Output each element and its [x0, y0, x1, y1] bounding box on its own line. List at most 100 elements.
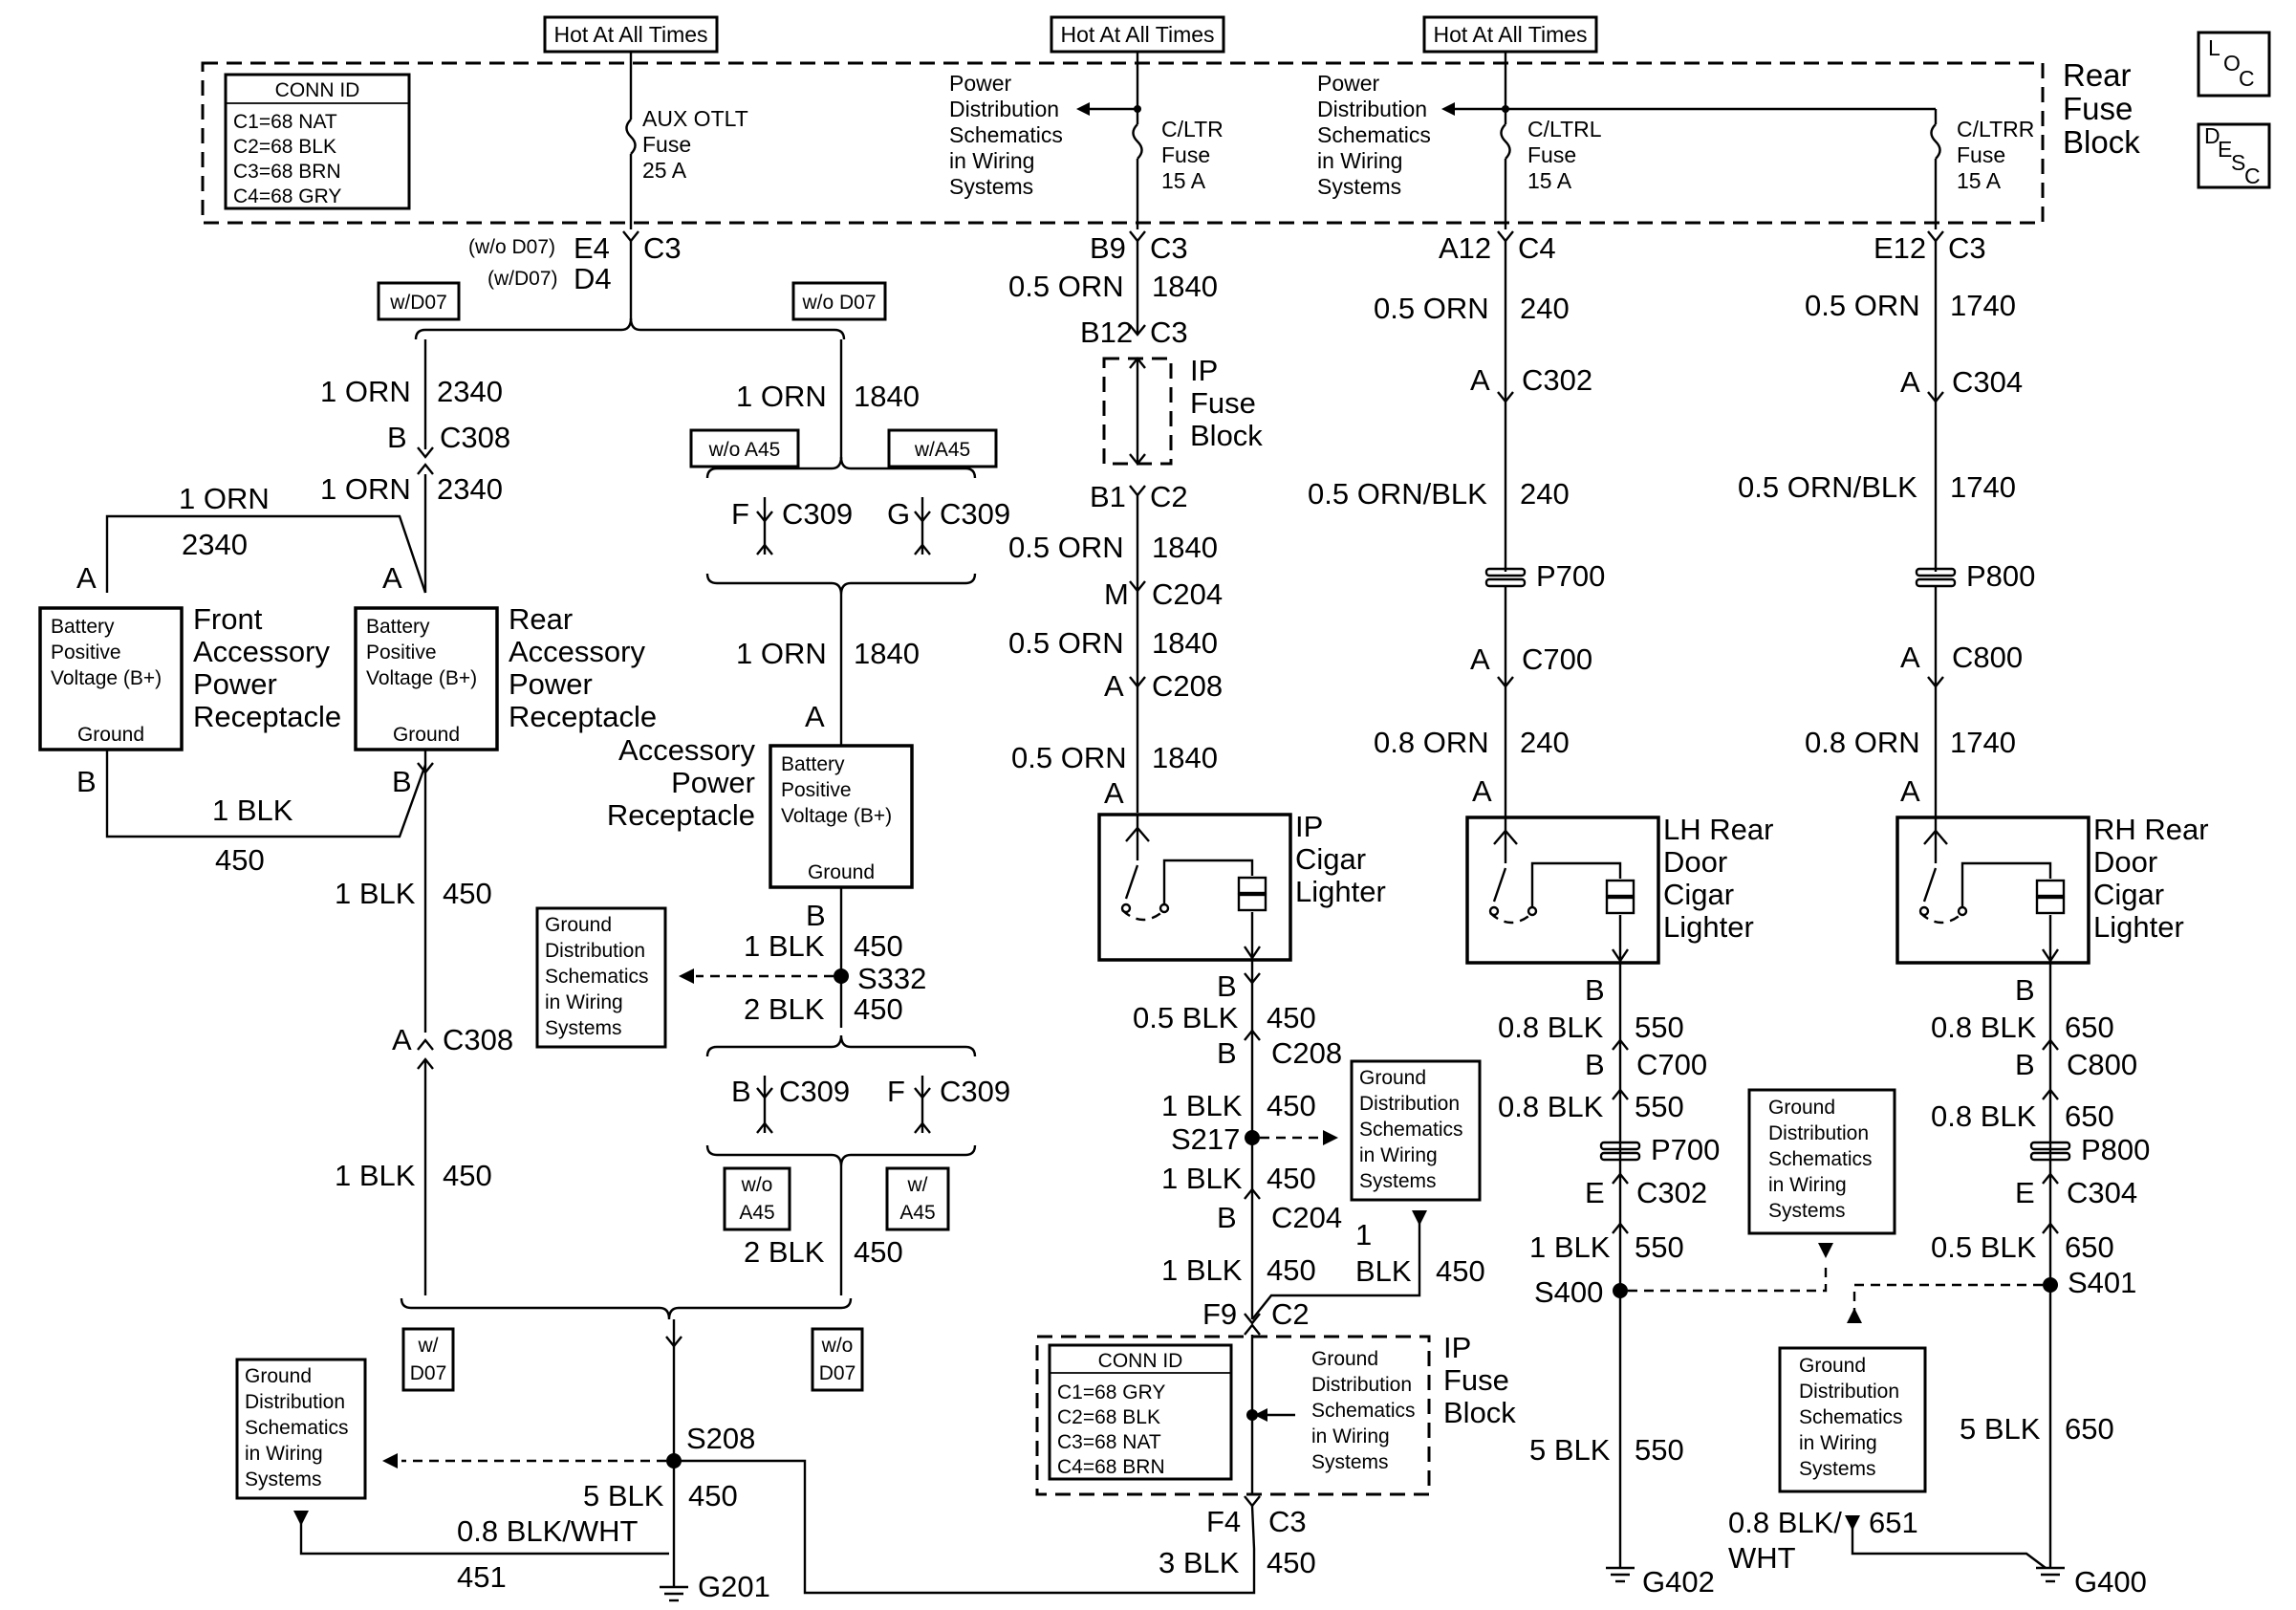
svg-text:D07: D07 — [410, 1362, 447, 1384]
svg-text:450: 450 — [854, 992, 903, 1026]
conn-id-table-ip: CONN ID C1=68 GRY C2=68 BLK C3=68 NAT C4… — [1048, 1343, 1233, 1481]
svg-text:1 ORN: 1 ORN — [320, 472, 411, 506]
svg-text:A: A — [1104, 776, 1124, 810]
svg-text:Ground: Ground — [393, 724, 460, 746]
svg-text:F: F — [731, 497, 749, 531]
svg-text:Distribution: Distribution — [1359, 1093, 1460, 1115]
svg-text:650: 650 — [2065, 1099, 2114, 1133]
svg-text:Fuse: Fuse — [1443, 1363, 1509, 1397]
svg-text:C3: C3 — [1150, 231, 1188, 265]
svg-text:1 BLK: 1 BLK — [1161, 1253, 1243, 1287]
svg-text:C3=68 BRN: C3=68 BRN — [233, 161, 341, 183]
svg-text:A45: A45 — [739, 1202, 774, 1224]
svg-text:in Wiring: in Wiring — [1317, 148, 1402, 173]
svg-text:A: A — [805, 700, 825, 733]
svg-text:C4=68 GRY: C4=68 GRY — [233, 185, 341, 207]
svg-text:C2=68 BLK: C2=68 BLK — [1057, 1406, 1160, 1428]
svg-text:450: 450 — [215, 843, 265, 877]
svg-text:C302: C302 — [1522, 363, 1592, 397]
svg-text:1 BLK: 1 BLK — [1529, 1230, 1611, 1264]
fuse-c-ltr: C/LTR Fuse 15 A — [1076, 102, 1224, 229]
svg-text:3 BLK: 3 BLK — [1159, 1546, 1240, 1579]
ip-fuse-block-lower-outline — [1035, 1335, 1431, 1496]
svg-text:A: A — [1470, 642, 1490, 676]
rh-rear-door-cigar-lighter: RH Rear Door Cigar Lighter — [1895, 813, 2209, 965]
svg-text:LH Rear: LH Rear — [1663, 813, 1773, 846]
loc-icon[interactable]: L O C — [2197, 31, 2271, 98]
ground-g201: G201 — [660, 1570, 770, 1603]
desc-icon[interactable]: D E S C — [2197, 122, 2271, 189]
svg-text:CONN ID: CONN ID — [275, 79, 360, 101]
svg-text:550: 550 — [1635, 1433, 1684, 1467]
svg-text:1 BLK: 1 BLK — [744, 929, 825, 963]
svg-text:1 ORN: 1 ORN — [179, 482, 270, 515]
rear-fuse-block-label: Rear Fuse Block — [2063, 57, 2140, 160]
svg-text:IP: IP — [1190, 354, 1218, 387]
svg-text:D4: D4 — [574, 262, 612, 295]
hot-label: Hot At All Times — [553, 22, 707, 47]
svg-text:Fuse: Fuse — [1957, 142, 2005, 167]
svg-text:A: A — [1900, 365, 1920, 399]
svg-text:Block: Block — [2063, 124, 2140, 160]
svg-text:1 BLK: 1 BLK — [1161, 1089, 1243, 1122]
ground-g400: G400 — [2036, 1565, 2147, 1599]
svg-text:1 ORN: 1 ORN — [320, 375, 411, 408]
svg-text:C309: C309 — [782, 497, 853, 531]
svg-text:25 A: 25 A — [642, 158, 687, 183]
svg-text:CONN ID: CONN ID — [1098, 1350, 1183, 1372]
svg-text:E: E — [2015, 1176, 2035, 1209]
svg-text:0.5 ORN: 0.5 ORN — [1374, 292, 1489, 325]
svg-text:Ground: Ground — [808, 861, 875, 883]
svg-text:A: A — [392, 1023, 412, 1056]
front-accessory-power-receptacle: Battery Positive Voltage (B+) Ground Fro… — [38, 602, 341, 751]
svg-text:C204: C204 — [1152, 577, 1223, 611]
pass-thru-p700: P700 — [1484, 559, 1605, 593]
svg-text:S: S — [2231, 150, 2245, 175]
ip-fuse-block-label-lower: IP Fuse Block — [1443, 1331, 1516, 1429]
hot-label: Hot At All Times — [1433, 22, 1587, 47]
svg-text:Ground: Ground — [77, 724, 144, 746]
svg-text:Power: Power — [671, 766, 755, 799]
ground-distribution-ref-2: Ground Distribution Schematics in Wiring… — [235, 1358, 367, 1500]
svg-text:A: A — [382, 561, 402, 595]
ip-fuse-block-label-upper: IP Fuse Block — [1190, 354, 1263, 452]
svg-text:G201: G201 — [698, 1570, 770, 1603]
svg-text:240: 240 — [1520, 726, 1570, 759]
svg-text:Fuse: Fuse — [642, 132, 691, 157]
svg-text:450: 450 — [854, 929, 903, 963]
svg-text:Positive: Positive — [781, 779, 852, 801]
splice-s400: S400 — [1534, 1275, 1603, 1309]
svg-text:0.8 ORN: 0.8 ORN — [1374, 726, 1489, 759]
svg-text:Ground: Ground — [1768, 1097, 1835, 1119]
svg-text:C800: C800 — [1952, 641, 2023, 674]
svg-text:5 BLK: 5 BLK — [583, 1479, 664, 1512]
svg-text:C309: C309 — [940, 1075, 1010, 1108]
svg-text:550: 550 — [1635, 1090, 1684, 1123]
splice-s208: S208 — [686, 1422, 755, 1455]
svg-text:L: L — [2208, 35, 2220, 60]
svg-text:1 ORN: 1 ORN — [736, 380, 827, 413]
svg-text:1 BLK: 1 BLK — [335, 877, 416, 910]
svg-text:650: 650 — [2065, 1011, 2114, 1044]
svg-text:650: 650 — [2065, 1230, 2114, 1264]
svg-text:Power: Power — [509, 667, 593, 701]
hot-label: Hot At All Times — [1060, 22, 1214, 47]
svg-text:G400: G400 — [2074, 1565, 2147, 1599]
ground-distribution-ref-1: Ground Distribution Schematics in Wiring… — [535, 906, 667, 1049]
svg-text:Door: Door — [2093, 845, 2157, 879]
svg-text:0.5 ORN: 0.5 ORN — [1008, 531, 1124, 564]
svg-text:Systems: Systems — [245, 1469, 322, 1490]
svg-text:B: B — [1585, 973, 1605, 1007]
svg-text:450: 450 — [1267, 1089, 1316, 1122]
svg-text:Power: Power — [193, 667, 277, 701]
svg-text:0.8 BLK/: 0.8 BLK/ — [1728, 1506, 1842, 1539]
svg-text:1740: 1740 — [1950, 289, 2016, 322]
svg-text:450: 450 — [1267, 1001, 1316, 1034]
svg-text:450: 450 — [854, 1235, 903, 1269]
svg-text:450: 450 — [688, 1479, 738, 1512]
svg-text:Systems: Systems — [1311, 1451, 1389, 1473]
svg-text:B: B — [1217, 1036, 1237, 1070]
rear-accessory-power-receptacle: Battery Positive Voltage (B+) Ground Rea… — [354, 602, 657, 751]
svg-text:F4: F4 — [1206, 1505, 1241, 1538]
svg-text:0.8 BLK/WHT: 0.8 BLK/WHT — [457, 1514, 639, 1548]
